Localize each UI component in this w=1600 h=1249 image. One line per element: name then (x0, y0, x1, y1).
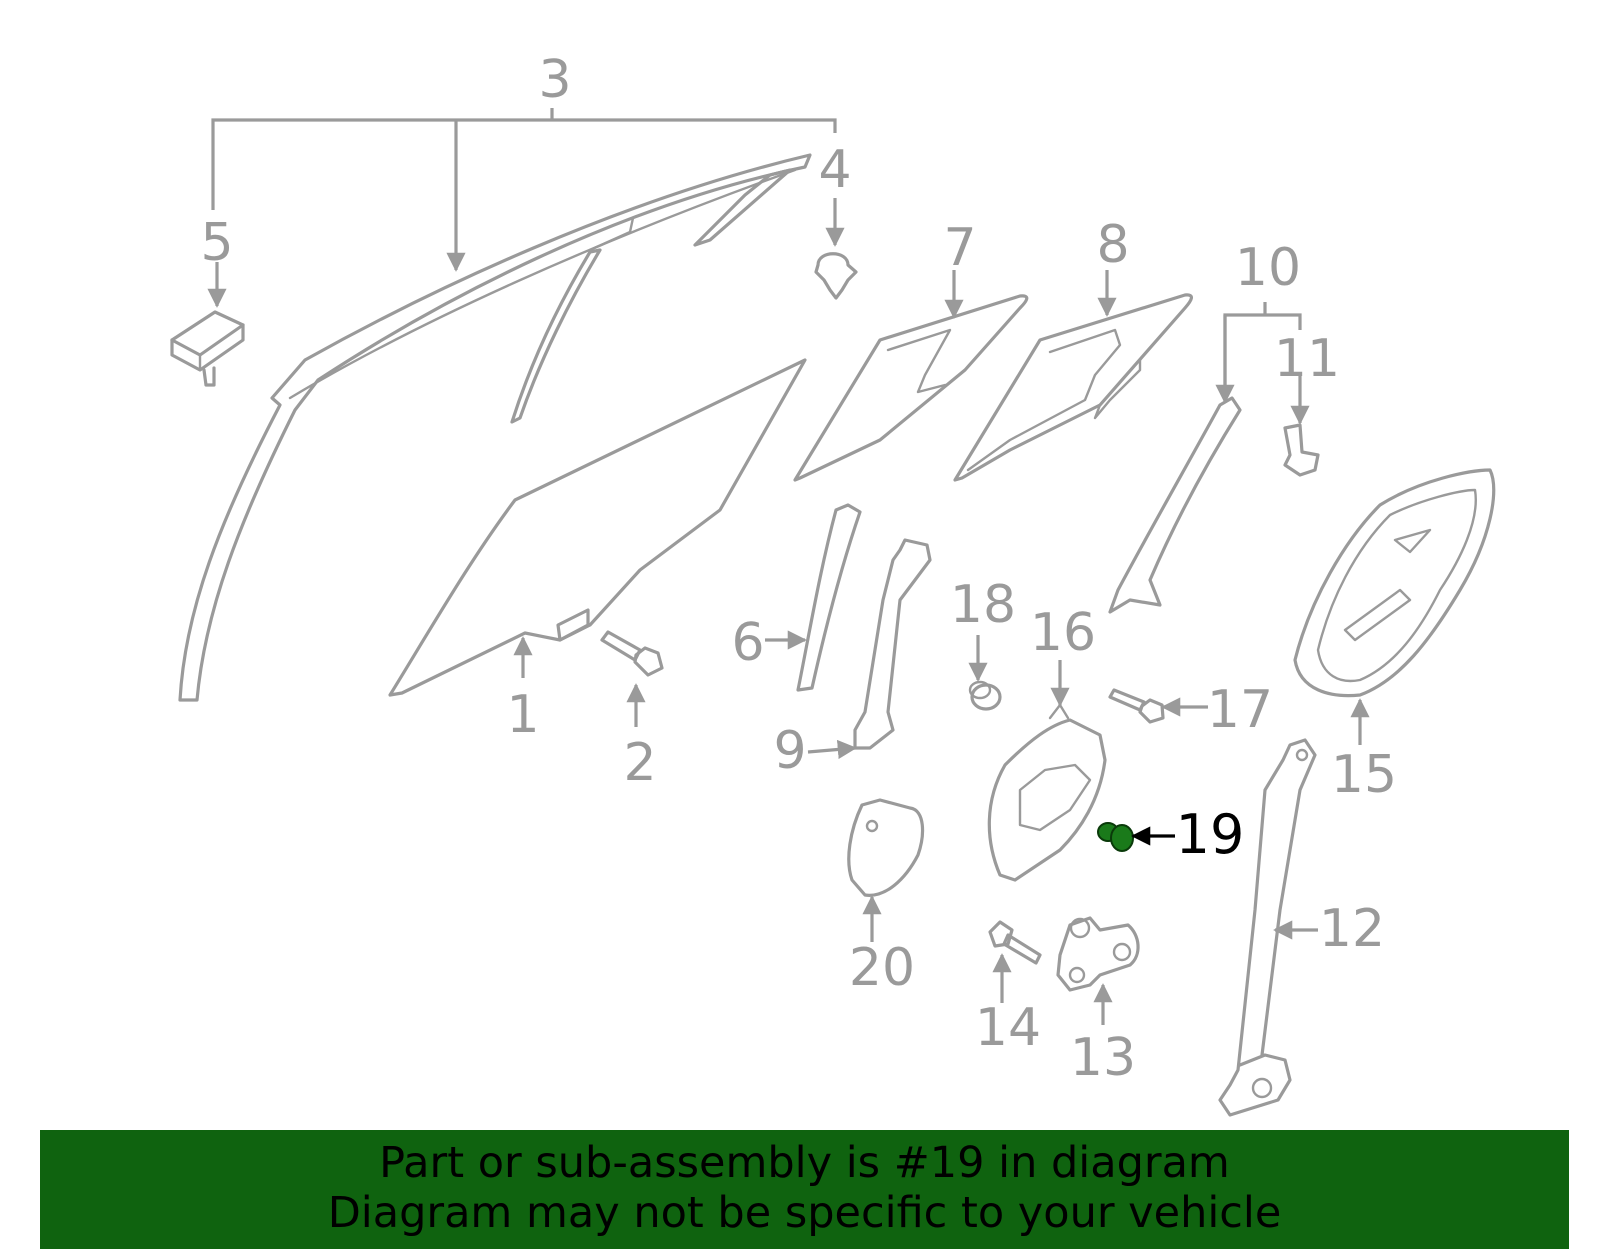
info-banner: Part or sub-assembly is #19 in diagram D… (40, 1130, 1569, 1249)
part-17-bolt (1108, 688, 1165, 724)
callout-3: 3 (538, 50, 571, 110)
callout-18: 18 (950, 575, 1016, 635)
part-11-clip (1283, 423, 1320, 477)
callout-11: 11 (1274, 329, 1340, 389)
part-9-run-channel (853, 538, 932, 750)
callout-19-highlighted: 19 (1176, 803, 1245, 866)
callout-10: 10 (1235, 238, 1301, 298)
callout-15: 15 (1331, 745, 1397, 805)
part-1-door-glass (388, 358, 807, 697)
part-10-rear-channel (1108, 396, 1242, 614)
callout-13: 13 (1070, 1028, 1136, 1088)
part-13-motor (1056, 916, 1140, 992)
part-12-regulator-rail (1218, 738, 1317, 1117)
banner-line-part: Part or sub-assembly is #19 in diagram (379, 1138, 1230, 1188)
part-16-regulator-motor (987, 703, 1107, 882)
parts-diagram: 1 2 3 4 5 6 7 8 9 10 11 12 13 14 15 16 1… (170, 50, 1496, 1117)
part-14-bolt (988, 920, 1042, 965)
part-7-quarter-glass (793, 294, 1029, 482)
callout-8: 8 (1096, 215, 1129, 275)
callout-7: 7 (943, 218, 976, 278)
callout-5: 5 (200, 213, 233, 273)
bracket-3 (211, 118, 837, 210)
part-19-screw-highlighted (1097, 822, 1134, 852)
part-18-grommet (968, 680, 1002, 711)
callout-16: 16 (1030, 603, 1096, 663)
callout-2: 2 (623, 733, 656, 793)
part-2-bolt (600, 630, 664, 677)
part-20-pad (847, 798, 925, 897)
callout-14: 14 (975, 998, 1041, 1058)
callout-20: 20 (849, 938, 915, 998)
callout-12: 12 (1319, 899, 1385, 959)
callout-17: 17 (1207, 680, 1273, 740)
part-8-quarter-glass (953, 293, 1193, 482)
callout-9: 9 (773, 721, 806, 781)
banner-line-disclaimer: Diagram may not be specific to your vehi… (327, 1188, 1282, 1238)
part-5-retainer (170, 310, 245, 387)
part-6-channel (796, 503, 862, 692)
callout-1: 1 (506, 685, 539, 745)
leader-9 (807, 739, 857, 760)
callout-4: 4 (818, 140, 851, 200)
part-4-clip (814, 252, 858, 300)
callout-6: 6 (731, 613, 764, 673)
part-3-door-sash (178, 153, 812, 702)
part-15-access-cover (1293, 468, 1496, 698)
